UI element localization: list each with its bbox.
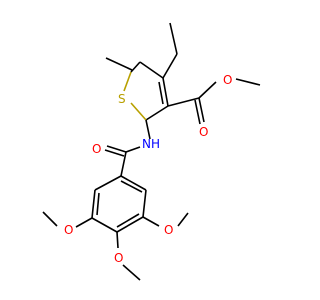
bond-carbonyl-o-b xyxy=(104,149,125,157)
bond-c3-ester-carbon xyxy=(167,97,200,107)
bond-ar-2-3-double xyxy=(96,192,100,216)
bond-ester-c-o-double-a xyxy=(198,97,205,123)
ester-methoxy-oxygen-label: O xyxy=(223,73,232,87)
bond-ar-3-4 xyxy=(91,217,118,233)
molecule-structure: S NH O O O O O O xyxy=(0,0,300,300)
bond-ar-4-5-double xyxy=(116,213,140,228)
bond-o-methyl-left xyxy=(42,211,58,227)
bond-ar-6-1 xyxy=(120,175,147,191)
bond-o-methyl-right xyxy=(177,212,189,227)
bond-c5-c4 xyxy=(139,61,164,79)
aryl-methoxy-left-oxygen-label: O xyxy=(64,223,73,237)
bond-n-carbonyl xyxy=(125,146,141,153)
bond-ar-4-5 xyxy=(116,216,144,233)
aryl-methoxy-right-oxygen-label: O xyxy=(164,223,173,237)
bond-c2-s xyxy=(130,102,147,121)
bond-s-c5 xyxy=(123,71,132,92)
bond-c4-c3 xyxy=(162,77,169,107)
bond-ar-o-para xyxy=(116,231,119,249)
bond-ester-c-o-single xyxy=(198,81,217,99)
bond-ar-1-2 xyxy=(94,175,122,191)
sulfur-label: S xyxy=(118,92,126,106)
ester-carbonyl-oxygen-label: O xyxy=(199,125,208,139)
bond-carbonyl-aryl xyxy=(120,151,127,177)
bond-ethyl-2 xyxy=(169,22,178,55)
bond-ar-2-3 xyxy=(91,189,96,219)
bond-o-methyl-para xyxy=(122,264,141,281)
structure-canvas: S NH O O O O O O xyxy=(0,0,300,300)
amide-oxygen-label: O xyxy=(92,142,101,156)
bond-carbonyl-o-a xyxy=(106,145,127,153)
bond-c2-n xyxy=(145,119,151,140)
bond-ester-c-o-double-b xyxy=(194,99,201,125)
bond-ar-5-6 xyxy=(142,189,147,218)
canvas-background xyxy=(0,0,300,300)
bond-ar-6-1-double xyxy=(120,180,143,193)
bond-ar-o-right xyxy=(142,216,160,227)
bond-c4-c3-double xyxy=(158,81,164,105)
bond-methyl xyxy=(105,57,133,71)
aryl-methoxy-para-oxygen-label: O xyxy=(114,251,123,265)
bond-ethyl-1 xyxy=(162,53,178,79)
amide-nh-label: NH xyxy=(142,137,160,151)
bond-c5-link xyxy=(130,61,141,73)
bond-ar-o-left xyxy=(75,217,93,228)
bond-c3-c2 xyxy=(145,105,169,121)
bond-ester-methyl xyxy=(235,78,261,86)
